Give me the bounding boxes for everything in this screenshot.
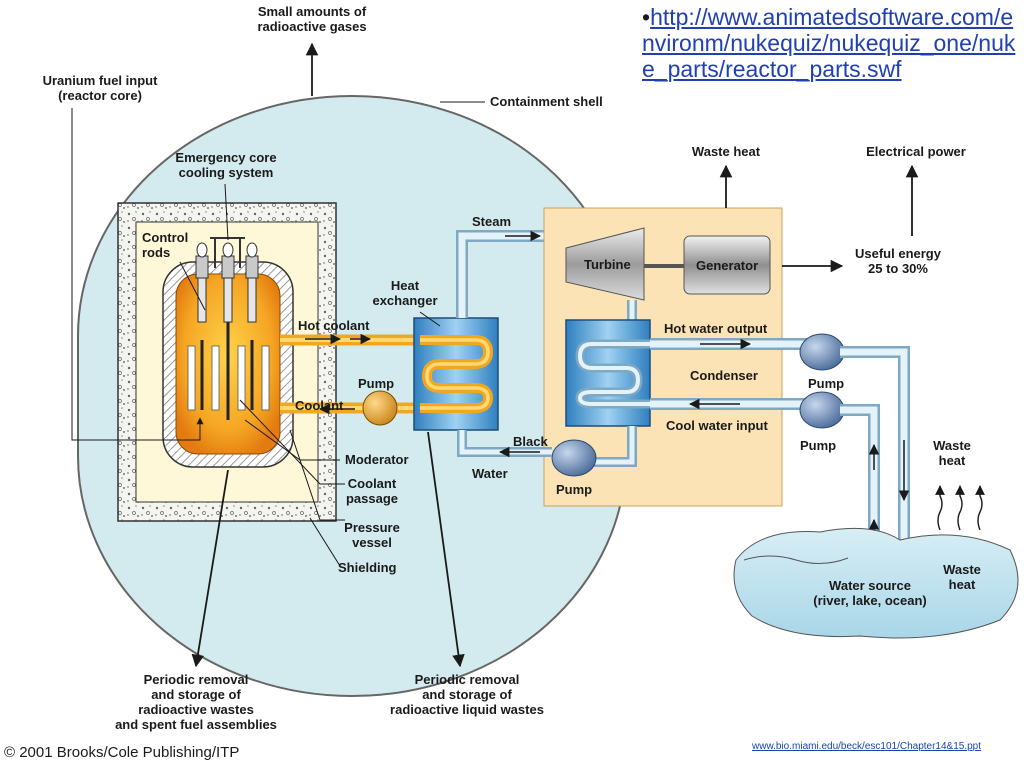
label-black: Black bbox=[513, 434, 548, 449]
label-water-source: Water source(river, lake, ocean) bbox=[813, 578, 926, 608]
label-waste-heat-top: Waste heat bbox=[692, 144, 761, 159]
reference-link-bullet: •http://www.animatedsoftware.com/environ… bbox=[642, 4, 1020, 82]
fuel-rods bbox=[187, 345, 270, 411]
intake-pipe bbox=[840, 404, 880, 548]
label-moderator: Moderator bbox=[345, 452, 409, 467]
leader-lines bbox=[71, 101, 485, 567]
label-hot-water-output: Hot water output bbox=[664, 321, 768, 336]
hot-water-pump bbox=[799, 333, 845, 371]
waste-heat-wavy-arrows bbox=[935, 485, 985, 531]
removal-solid-arrow bbox=[191, 469, 229, 668]
label-condenser: Condenser bbox=[690, 368, 758, 383]
label-pump-right-1: Pump bbox=[808, 376, 844, 391]
removal-liquid-arrow bbox=[427, 431, 465, 668]
water-source-lake bbox=[733, 527, 1019, 639]
reactor-pump bbox=[362, 390, 398, 426]
label-cool-water-input: Cool water input bbox=[666, 418, 769, 433]
bullet: • bbox=[642, 4, 651, 30]
label-hot-coolant: Hot coolant bbox=[298, 318, 370, 333]
label-coolant: Coolant bbox=[295, 398, 344, 413]
label-turbine: Turbine bbox=[584, 257, 631, 272]
source-link-container: www.bio.miami.edu/beck/esc101/Chapter14&… bbox=[752, 741, 1018, 753]
label-pump-lower: Pump bbox=[556, 482, 592, 497]
label-water: Water bbox=[472, 466, 508, 481]
turbine bbox=[565, 227, 645, 301]
animated-software-link[interactable]: http://www.animatedsoftware.com/environm… bbox=[642, 4, 1016, 82]
feedwater-pump bbox=[551, 439, 597, 477]
copyright-notice: © 2001 Brooks/Cole Publishing/ITP bbox=[4, 744, 240, 761]
label-steam: Steam bbox=[472, 214, 511, 229]
label-electrical-power: Electrical power bbox=[866, 144, 966, 159]
label-pump-reactor: Pump bbox=[358, 376, 394, 391]
control-rod-drives bbox=[195, 242, 259, 323]
label-shielding: Shielding bbox=[338, 560, 397, 575]
label-containment-shell: Containment shell bbox=[490, 94, 603, 109]
source-link[interactable]: www.bio.miami.edu/beck/esc101/Chapter14&… bbox=[752, 741, 982, 752]
generator bbox=[683, 235, 771, 295]
label-generator: Generator bbox=[696, 258, 758, 273]
cool-water-pump bbox=[799, 391, 845, 429]
label-fuel-input: Uranium fuel input(reactor core) bbox=[43, 73, 159, 103]
label-pump-right-2: Pump bbox=[800, 438, 836, 453]
